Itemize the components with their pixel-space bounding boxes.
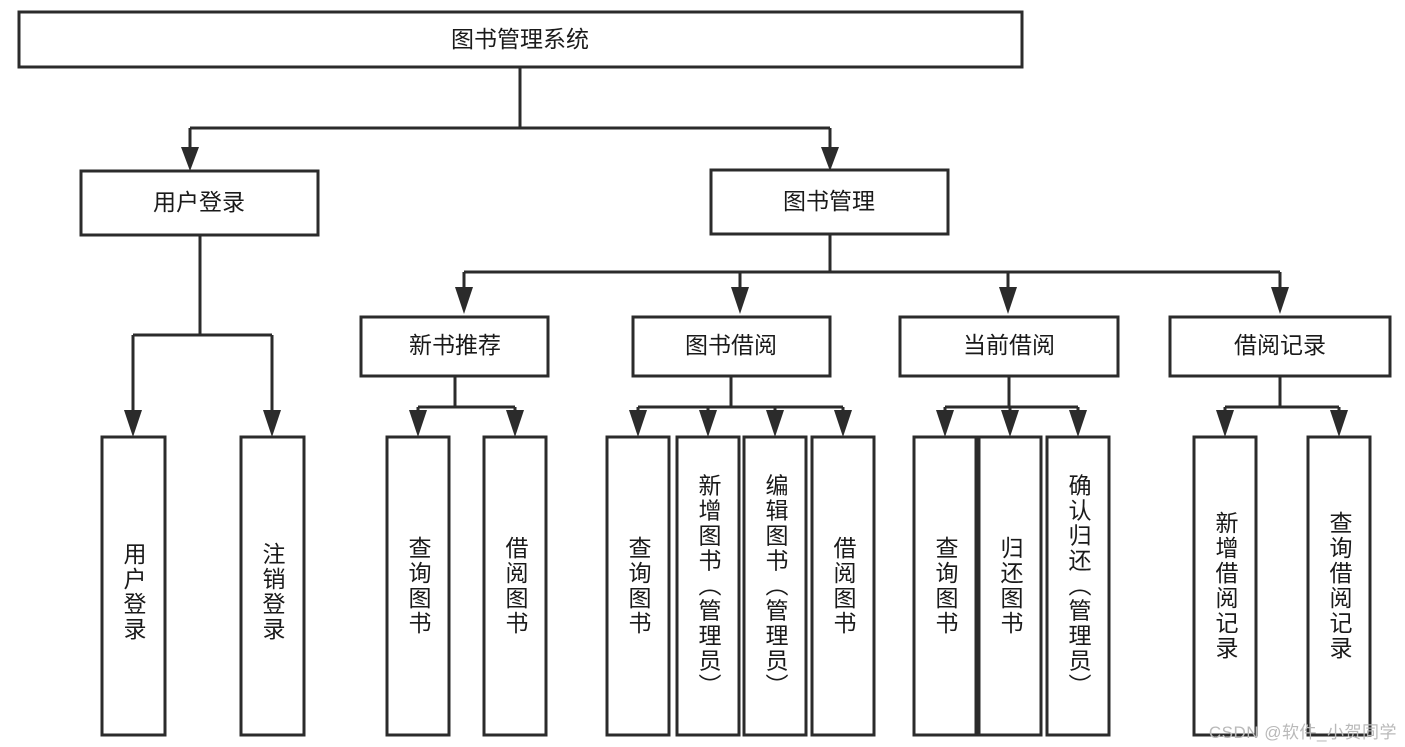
leaf-borrow-book-2-label: 借阅图书	[830, 536, 857, 636]
arrowhead-new-book-recommend	[455, 287, 473, 314]
leaf-return-book-label: 归还图书	[997, 536, 1024, 636]
arrowhead-book-management	[821, 147, 839, 171]
leaf-add-borrow-record-label: 新增借阅记录	[1212, 511, 1239, 661]
leaf-edit-book-admin-box[interactable]	[742, 435, 808, 737]
node-user-login-label: 用户登录	[153, 189, 245, 215]
node-borrow-record-label: 借阅记录	[1234, 332, 1326, 358]
arrowhead-current-borrow	[999, 287, 1017, 314]
leaf-add-book-admin-box[interactable]	[675, 435, 741, 737]
leaf-borrow-book-2[interactable]: 借阅图书	[810, 435, 876, 737]
node-new-book-recommend-label: 新书推荐	[409, 332, 501, 358]
watermark-text: CSDN @软件_小贺同学	[1208, 723, 1397, 742]
leaf-edit-book-admin[interactable]: 编辑图书（管理员）	[742, 435, 808, 737]
leaf-borrow-book-1[interactable]: 借阅图书	[482, 435, 548, 737]
leaf-confirm-return[interactable]: 确认归还（管理员）	[1045, 435, 1111, 737]
arrowhead-leaf-borrow-book-2	[834, 410, 852, 437]
node-title-box[interactable]	[17, 10, 1024, 69]
leaf-logout-login-box[interactable]	[239, 435, 306, 737]
leaf-user-login-box[interactable]	[100, 435, 167, 737]
arrowhead-leaf-query-book-1	[409, 410, 427, 437]
arrowhead-leaf-query-borrow-record	[1330, 410, 1348, 437]
leaf-query-book-1[interactable]: 查询图书	[385, 435, 451, 737]
leaf-user-login-label: 用户登录	[120, 542, 147, 642]
leaf-query-borrow-record[interactable]: 查询借阅记录	[1306, 435, 1372, 737]
node-current-borrow-label: 当前借阅	[963, 332, 1055, 358]
leaf-borrow-book-1-label: 借阅图书	[502, 536, 529, 636]
leaf-query-borrow-record-label: 查询借阅记录	[1326, 511, 1353, 661]
node-title[interactable]: 图书管理系统	[17, 10, 1024, 69]
node-new-book-recommend-box[interactable]	[359, 315, 550, 378]
arrowhead-user-login	[181, 147, 199, 171]
leaf-query-book-2[interactable]: 查询图书	[605, 435, 671, 737]
leaf-add-borrow-record-box[interactable]	[1192, 435, 1258, 737]
leaf-query-book-2-box[interactable]	[605, 435, 671, 737]
leaf-borrow-book-1-box[interactable]	[482, 435, 548, 737]
leaf-add-book-admin[interactable]: 新增图书（管理员）	[675, 435, 741, 737]
arrowhead-leaf-confirm-return	[1069, 410, 1087, 437]
leaf-query-book-3-label: 查询图书	[932, 536, 959, 636]
leaf-confirm-return-box[interactable]	[1045, 435, 1111, 737]
node-borrow-record-box[interactable]	[1168, 315, 1392, 378]
leaf-query-book-1-box[interactable]	[385, 435, 451, 737]
leaf-add-borrow-record[interactable]: 新增借阅记录	[1192, 435, 1258, 737]
leaf-add-book-admin-label: 新增图书（管理员）	[695, 474, 722, 699]
node-title-label: 图书管理系统	[451, 26, 589, 52]
leaf-logout-login-label: 注销登录	[259, 542, 286, 642]
leaf-user-login[interactable]: 用户登录	[100, 435, 167, 737]
arrowhead-leaf-return-book	[1001, 410, 1019, 437]
arrowhead-leaf-query-book-2	[629, 410, 647, 437]
node-user-login-box[interactable]	[79, 169, 320, 237]
arrowhead-leaf-borrow-book-1	[506, 410, 524, 437]
leaf-query-book-3-box[interactable]	[912, 435, 978, 737]
arrowhead-leaf-edit-book-admin	[766, 410, 784, 437]
node-book-borrow-box[interactable]	[631, 315, 832, 378]
leaf-edit-book-admin-label: 编辑图书（管理员）	[762, 474, 789, 699]
leaf-borrow-book-2-box[interactable]	[810, 435, 876, 737]
arrowhead-leaf-add-borrow-record	[1216, 410, 1234, 437]
node-book-management-label: 图书管理	[783, 188, 875, 214]
arrowhead-leaf-user-login	[124, 410, 142, 437]
node-book-borrow[interactable]: 图书借阅	[631, 315, 832, 378]
node-book-management[interactable]: 图书管理	[709, 168, 950, 236]
leaf-logout-login[interactable]: 注销登录	[239, 435, 306, 737]
node-current-borrow[interactable]: 当前借阅	[898, 315, 1120, 378]
node-current-borrow-box[interactable]	[898, 315, 1120, 378]
node-user-login[interactable]: 用户登录	[79, 169, 320, 237]
node-new-book-recommend[interactable]: 新书推荐	[359, 315, 550, 378]
leaf-confirm-return-label: 确认归还（管理员）	[1065, 474, 1092, 699]
leaf-query-book-1-label: 查询图书	[405, 536, 432, 636]
arrowhead-book-borrow	[731, 287, 749, 314]
node-book-borrow-label: 图书借阅	[685, 332, 777, 358]
leaf-query-book-2-label: 查询图书	[625, 536, 652, 636]
connectors	[124, 67, 1348, 437]
arrowhead-leaf-query-book-3	[936, 410, 954, 437]
leaf-return-book-box[interactable]	[977, 435, 1043, 737]
arrowhead-borrow-record	[1271, 287, 1289, 314]
arrowhead-leaf-logout-login	[263, 410, 281, 437]
leaf-query-book-3[interactable]: 查询图书	[912, 435, 978, 737]
node-borrow-record[interactable]: 借阅记录	[1168, 315, 1392, 378]
leaf-query-borrow-record-box[interactable]	[1306, 435, 1372, 737]
leaf-return-book[interactable]: 归还图书	[977, 435, 1043, 737]
arrowhead-leaf-add-book-admin	[699, 410, 717, 437]
node-book-management-box[interactable]	[709, 168, 950, 236]
